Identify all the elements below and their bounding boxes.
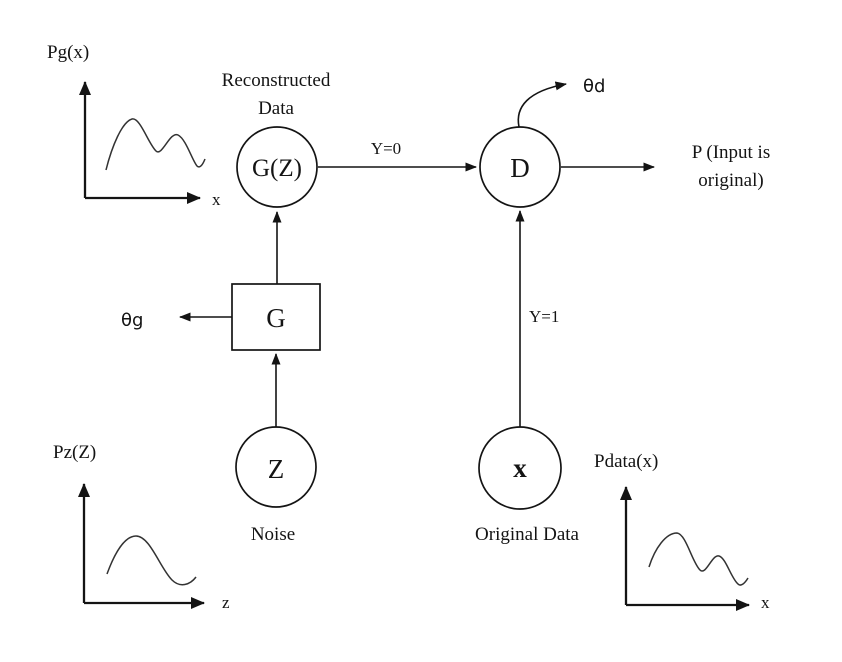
pz-x-axis-label: z: [222, 593, 230, 612]
original-data-caption: Original Data: [475, 524, 580, 545]
reconstructed-data-line1: Reconstructed: [222, 70, 331, 91]
p-output-line2: original): [698, 170, 763, 191]
edge-d-to-theta-d: [517, 81, 567, 128]
pg-distribution-curve: [105, 118, 206, 171]
theta-g-label: θg: [121, 310, 143, 331]
edge-label-y0: Y=0: [371, 139, 401, 158]
nodes: G(Z) D G Z x: [231, 126, 562, 510]
node-x-circle: [478, 426, 562, 510]
node-x-label: x: [513, 453, 527, 483]
pdata-x-axis-label: x: [761, 593, 770, 612]
plot-pdata: Pdata(x) x: [594, 451, 770, 612]
noise-caption: Noise: [251, 524, 295, 545]
node-d-circle: [479, 126, 561, 208]
edge-label-y1: Y=1: [529, 307, 559, 326]
pz-title: Pz(Z): [53, 442, 96, 463]
theta-d-label: θd: [583, 76, 605, 97]
node-gz-label: G(Z): [252, 155, 302, 182]
node-z-label: Z: [268, 454, 285, 484]
node-g-label: G: [266, 303, 286, 333]
node-g-box: [231, 283, 321, 351]
pz-distribution-curve: [106, 535, 197, 586]
pdata-title: Pdata(x): [594, 451, 658, 472]
p-output-line1: P (Input is: [692, 142, 770, 163]
edges: [179, 81, 655, 427]
plot-pz: Pz(Z) z: [53, 442, 230, 612]
pg-title: Pg(x): [47, 42, 89, 63]
plot-pg: Pg(x) x: [47, 42, 221, 209]
node-gz-circle: [236, 126, 318, 208]
pdata-distribution-curve: [648, 532, 749, 586]
node-d-label: D: [510, 153, 530, 183]
annotations: Reconstructed Data Y=0 Y=1 θd θg P (Inpu…: [121, 70, 770, 545]
pg-x-axis-label: x: [212, 190, 221, 209]
node-z-circle: [235, 426, 317, 508]
reconstructed-data-line2: Data: [258, 98, 294, 119]
